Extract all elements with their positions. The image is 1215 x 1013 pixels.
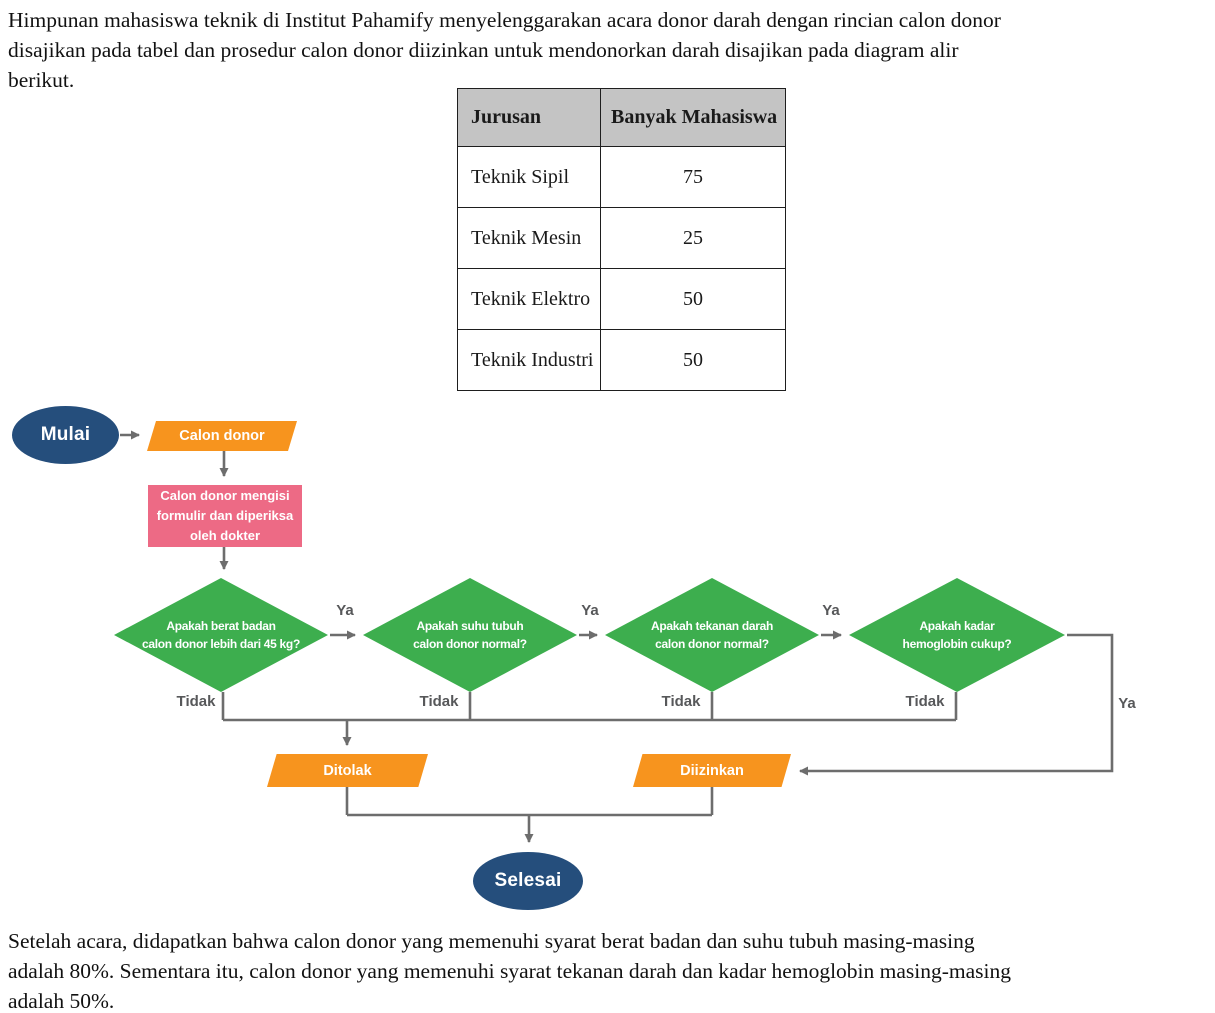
cell-jurusan: Teknik Sipil <box>457 146 601 208</box>
label-ya-4: Ya <box>1118 695 1136 712</box>
table-row: Teknik Sipil 75 <box>457 146 786 208</box>
cell-jurusan: Teknik Mesin <box>457 207 601 269</box>
label-tidak-1: Tidak <box>176 693 216 710</box>
majors-table: Jurusan Banyak Mahasiswa Teknik Sipil 75… <box>457 88 786 391</box>
flowchart-decision-berat-badan: Apakah berat badan calon donor lebih dar… <box>114 578 328 692</box>
cell-jurusan: Teknik Industri <box>457 329 601 391</box>
flowchart-decision-tekanan-darah: Apakah tekanan darah calon donor normal? <box>605 578 819 692</box>
flowchart-input-node: Calon donor <box>147 421 297 451</box>
cell-jumlah: 25 <box>600 207 786 269</box>
flowchart-start-node: Mulai <box>12 406 119 464</box>
label-ya-3: Ya <box>822 602 840 619</box>
flowchart-rejected-node: Ditolak <box>267 754 428 787</box>
label-ya-2: Ya <box>581 602 599 619</box>
flowchart-decision-hemoglobin: Apakah kadar hemoglobin cukup? <box>849 578 1065 692</box>
header-banyak-mahasiswa: Banyak Mahasiswa <box>600 88 786 147</box>
table-row: Teknik Mesin 25 <box>457 207 786 269</box>
cell-jumlah: 50 <box>600 268 786 330</box>
label-tidak-2: Tidak <box>419 693 459 710</box>
outro-paragraph: Setelah acara, didapatkan bahwa calon do… <box>8 929 1012 1013</box>
intro-paragraph: Himpunan mahasiswa teknik di Institut Pa… <box>8 8 1001 92</box>
label-tidak-3: Tidak <box>661 693 701 710</box>
cell-jurusan: Teknik Elektro <box>457 268 601 330</box>
flowchart-process-node: Calon donor mengisi formulir dan diperik… <box>148 485 302 547</box>
header-jurusan: Jurusan <box>457 88 601 147</box>
table-row: Teknik Elektro 50 <box>457 268 786 330</box>
cell-jumlah: 75 <box>600 146 786 208</box>
cell-jumlah: 50 <box>600 329 786 391</box>
table-header-row: Jurusan Banyak Mahasiswa <box>457 88 786 147</box>
label-ya-1: Ya <box>336 602 354 619</box>
flowchart-end-node: Selesai <box>473 852 583 910</box>
label-tidak-4: Tidak <box>905 693 945 710</box>
table-row: Teknik Industri 50 <box>457 329 786 391</box>
flowchart-decision-suhu-tubuh: Apakah suhu tubuh calon donor normal? <box>363 578 577 692</box>
flowchart-approved-node: Diizinkan <box>633 754 791 787</box>
